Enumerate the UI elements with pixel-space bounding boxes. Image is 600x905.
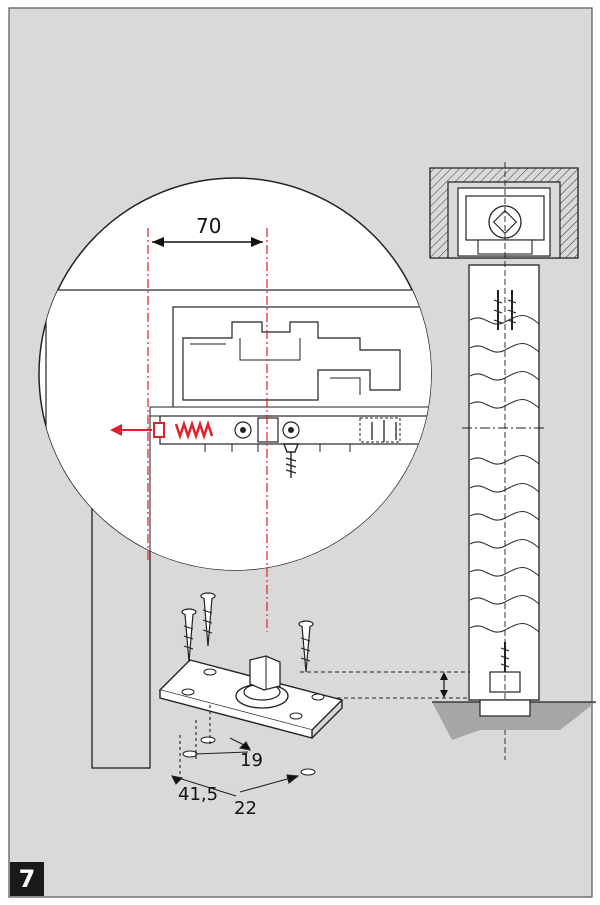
dimension-22-label: 22 [234,798,257,819]
spring-stop [153,422,165,438]
floor-guide [479,699,531,717]
detail-magnifier [38,177,432,571]
step-number-badge: 7 [10,862,44,896]
plate-dimension-lines [171,705,300,797]
dimension-70-label: 70 [196,214,222,238]
floor-guide-plate [158,655,344,739]
floor [432,702,596,740]
dimension-70 [152,237,263,247]
screws-set [181,592,314,673]
guide-rail [149,406,431,417]
dimension-41-5-label: 41,5 [178,784,219,805]
dimension-19-label: 19 [240,750,263,771]
height-dimension-arrow [440,672,448,698]
guide-pin [249,655,281,691]
carriage-profile [182,321,401,401]
track-cross-section [429,167,579,291]
door-leaf-section [468,264,540,701]
floor-hole-markers [182,736,316,776]
adjustment-spring [174,420,214,440]
centre-block [257,417,279,443]
push-direction-arrow [110,424,152,436]
